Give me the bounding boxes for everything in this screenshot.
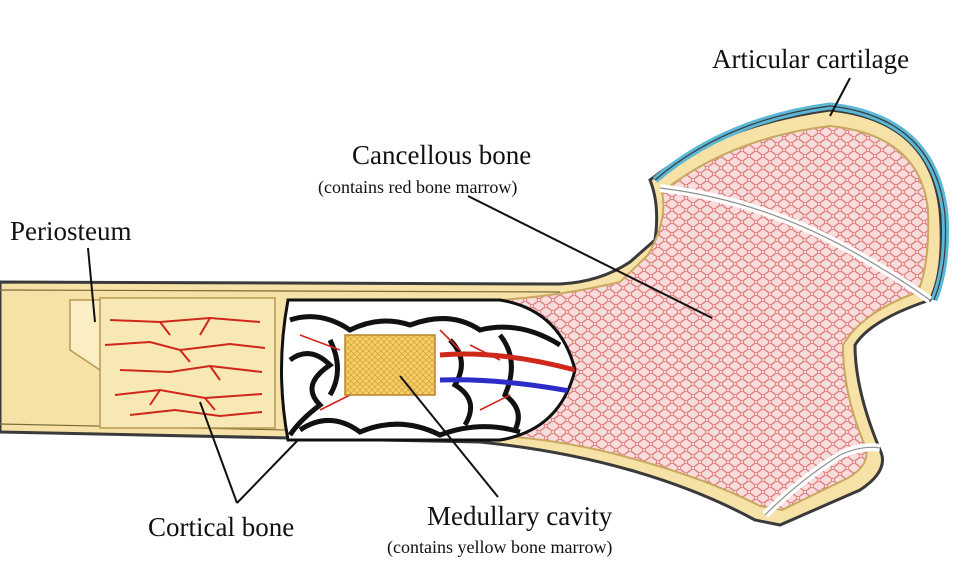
- label-articular-cartilage: Articular cartilage: [712, 44, 909, 74]
- label-medullary-note: (contains yellow bone marrow): [387, 537, 612, 558]
- leader-cortical-2: [237, 440, 298, 503]
- label-cancellous-bone: Cancellous bone: [352, 140, 531, 170]
- yellow-marrow: [345, 335, 435, 395]
- label-cortical-bone: Cortical bone: [148, 512, 294, 542]
- label-periosteum: Periosteum: [10, 216, 132, 246]
- cortical-window: [100, 298, 275, 428]
- label-medullary-cavity: Medullary cavity: [427, 501, 613, 531]
- label-cancellous-note: (contains red bone marrow): [318, 177, 517, 198]
